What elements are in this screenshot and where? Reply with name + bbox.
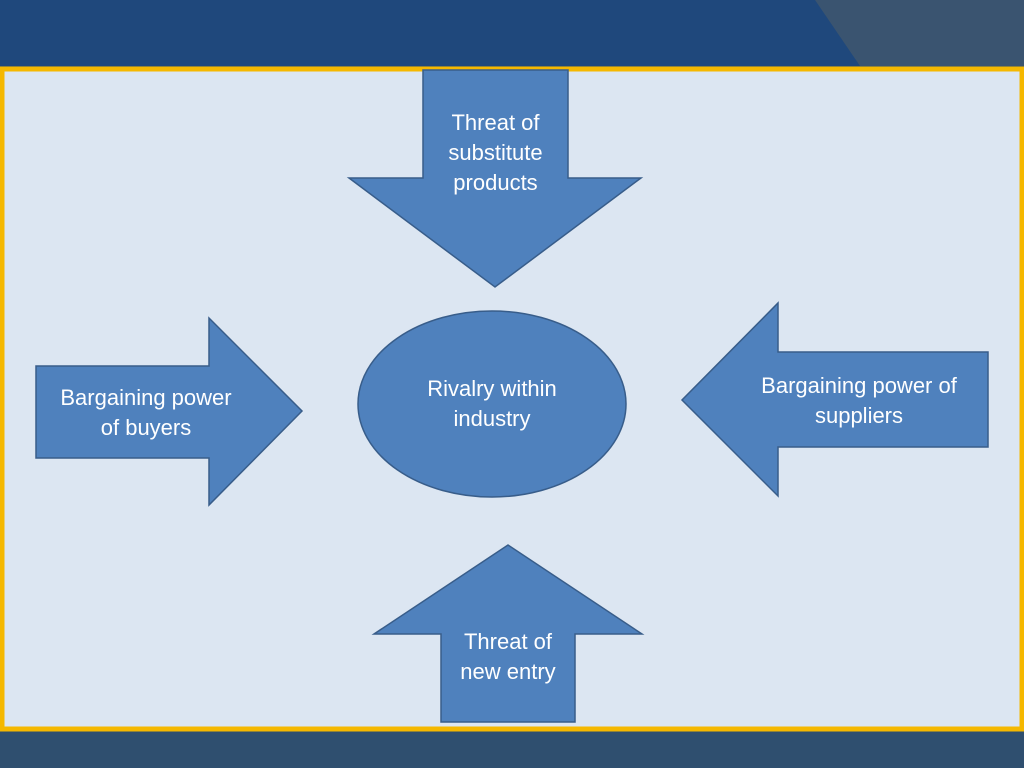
force-arrow-right [680, 301, 989, 498]
rivalry-ellipse [357, 310, 627, 498]
header-accent [815, 0, 1024, 66]
force-arrow-top [346, 69, 644, 288]
force-arrow-left [35, 316, 304, 507]
force-arrow-bottom [371, 544, 645, 723]
footer-band [0, 733, 1024, 768]
